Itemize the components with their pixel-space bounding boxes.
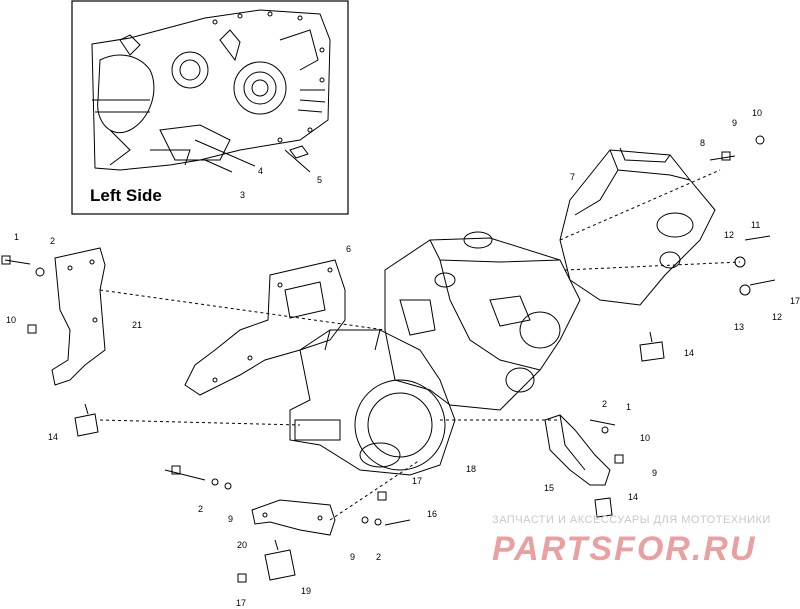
callout-14: 14 bbox=[684, 348, 694, 358]
callout-19: 19 bbox=[301, 586, 311, 596]
callout-4: 4 bbox=[258, 166, 263, 176]
callout-9: 9 bbox=[350, 552, 355, 562]
callout-8: 8 bbox=[700, 138, 705, 148]
watermark-logo: PARTSFOR.RU bbox=[492, 530, 756, 568]
left-side-inset bbox=[71, 0, 349, 215]
callout-1: 1 bbox=[626, 402, 631, 412]
callout-5: 5 bbox=[317, 175, 322, 185]
callout-9: 9 bbox=[732, 118, 737, 128]
callout-13: 13 bbox=[734, 322, 744, 332]
callout-20: 20 bbox=[237, 540, 247, 550]
callout-14: 14 bbox=[48, 432, 58, 442]
callout-16: 16 bbox=[427, 509, 437, 519]
callout-12: 12 bbox=[724, 230, 734, 240]
callout-10: 10 bbox=[6, 315, 16, 325]
watermark-tagline: ЗАПЧАСТИ И АКСЕССУАРЫ ДЛЯ МОТОТЕХНИКИ bbox=[492, 514, 771, 526]
engine-assembly bbox=[1, 135, 776, 583]
callout-17: 17 bbox=[790, 296, 800, 306]
callout-6: 6 bbox=[346, 244, 351, 254]
callout-2: 2 bbox=[376, 552, 381, 562]
callout-12: 12 bbox=[772, 312, 782, 322]
callout-2: 2 bbox=[198, 504, 203, 514]
callout-9: 9 bbox=[228, 514, 233, 524]
callout-9: 9 bbox=[652, 468, 657, 478]
callout-15: 15 bbox=[544, 483, 554, 493]
callout-14: 14 bbox=[628, 492, 638, 502]
callout-17: 17 bbox=[412, 476, 422, 486]
callout-3: 3 bbox=[240, 190, 245, 200]
callout-10: 10 bbox=[752, 108, 762, 118]
callout-21: 21 bbox=[132, 320, 142, 330]
callout-10: 10 bbox=[640, 433, 650, 443]
callout-2: 2 bbox=[50, 236, 55, 246]
callout-18: 18 bbox=[466, 464, 476, 474]
inset-title: Left Side bbox=[90, 186, 162, 205]
callout-1: 1 bbox=[14, 232, 19, 242]
callout-17: 17 bbox=[236, 598, 246, 608]
callout-2: 2 bbox=[602, 399, 607, 409]
callout-labels: 3 4 5 1 2 10 21 14 6 7 8 9 10 11 12 17 1… bbox=[6, 108, 800, 608]
callout-7: 7 bbox=[570, 172, 575, 182]
callout-11: 11 bbox=[751, 220, 760, 230]
watermark-logo-text: PARTSFOR.RU bbox=[492, 530, 756, 568]
